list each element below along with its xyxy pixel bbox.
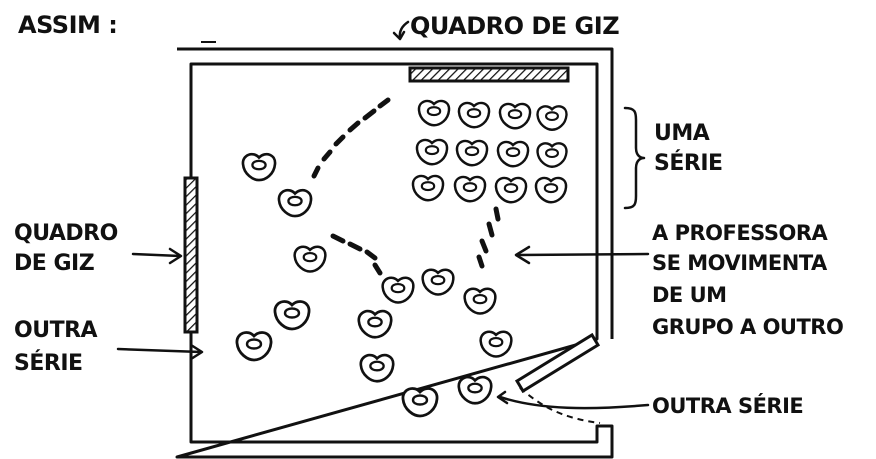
arrow-quadro-left <box>131 247 183 265</box>
label-outra-serie-right: OUTRA SÉRIE <box>652 393 803 418</box>
desk-icon <box>498 102 532 130</box>
arrow-professora <box>514 245 650 265</box>
label-assim: ASSIM : <box>18 11 117 39</box>
chalkboard-top <box>408 66 570 83</box>
desk-group-left <box>235 152 327 362</box>
label-uma-serie-1: UMA <box>654 121 710 146</box>
teacher-path-door <box>519 387 601 424</box>
desk-icon <box>277 188 313 218</box>
desk-icon <box>235 331 273 362</box>
label-outra-serie-left-2: SÉRIE <box>14 350 83 376</box>
arrow-outra-serie-left <box>116 343 204 361</box>
desk-icon <box>536 105 568 131</box>
desk-icon <box>417 99 451 127</box>
desk-icon <box>273 299 311 331</box>
label-professora-3: DE UM <box>652 283 727 307</box>
desk-group-circle <box>357 268 513 418</box>
desk-group-uma-serie <box>411 99 568 204</box>
label-professora-4: GRUPO A OUTRO <box>652 315 843 339</box>
desk-icon <box>479 330 513 358</box>
label-quadro-top: QUADRO DE GIZ <box>410 12 619 40</box>
desk-icon <box>357 309 393 339</box>
arrow-outra-serie-right <box>496 390 650 410</box>
desk-icon <box>455 139 489 167</box>
desk-icon <box>415 138 449 166</box>
desk-icon <box>457 101 491 129</box>
desk-icon <box>411 174 445 202</box>
bracket-uma-serie <box>623 106 646 210</box>
desk-icon <box>463 287 497 315</box>
arrows <box>116 20 650 410</box>
desk-icon <box>453 175 487 203</box>
door <box>514 332 601 394</box>
desk-icon <box>359 353 395 383</box>
label-quadro-left-1: QUADRO <box>14 221 118 246</box>
desk-icon <box>381 276 415 304</box>
teacher-path <box>311 97 501 276</box>
label-outra-serie-left-1: OUTRA <box>14 318 98 343</box>
label-quadro-left-2: DE GIZ <box>14 251 94 276</box>
chalkboard-left <box>183 176 199 334</box>
desk-icon <box>494 176 528 204</box>
desk-icon <box>421 268 455 296</box>
desk-icon <box>401 386 439 418</box>
arrow-quadro-top <box>392 20 410 41</box>
room-walls <box>175 47 614 459</box>
label-professora-2: SE MOVIMENTA <box>652 251 828 275</box>
desk-icon <box>457 375 493 405</box>
desk-icon <box>496 140 530 168</box>
desk-icon <box>293 245 327 273</box>
label-uma-serie-2: SÉRIE <box>654 150 723 176</box>
desk-icon <box>536 142 568 168</box>
label-professora-1: A PROFESSORA <box>652 221 828 245</box>
desk-icon <box>534 176 568 204</box>
desk-icon <box>241 152 277 182</box>
